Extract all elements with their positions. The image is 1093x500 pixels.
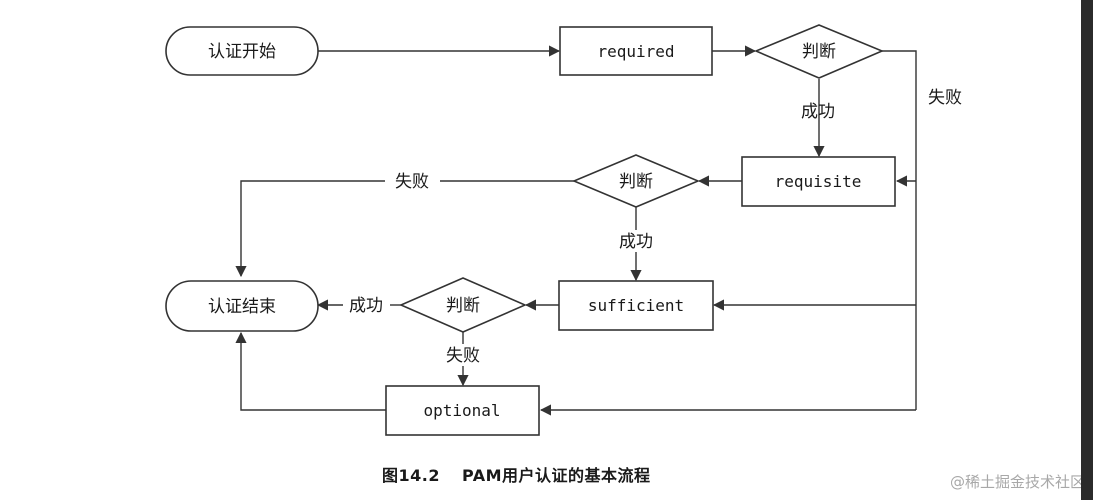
decision1-fail-label: 失败	[928, 88, 962, 108]
decision3-label: 判断	[446, 296, 480, 316]
decision3-diamond	[398, 277, 528, 333]
decision2-fail-label: 失败	[395, 172, 429, 192]
decision3-fail-label: 失败	[446, 346, 480, 366]
end-label: 认证结束	[208, 297, 276, 317]
decision1-diamond	[753, 24, 885, 79]
required-box	[559, 26, 713, 76]
window-edge-bar	[1081, 0, 1093, 500]
decision1-success-label: 成功	[801, 102, 835, 122]
figure-caption: 图14.2 PAM用户认证的基本流程	[382, 462, 651, 486]
figure-title: PAM用户认证的基本流程	[461, 466, 651, 485]
end-terminal	[165, 280, 319, 332]
decision2-label: 判断	[619, 172, 653, 192]
sufficient-label: sufficient	[588, 296, 684, 315]
figure-number: 图14.2	[382, 466, 440, 485]
required-label: required	[597, 42, 674, 61]
optional-box	[385, 385, 540, 436]
requisite-box	[741, 156, 896, 207]
decision2-diamond	[571, 154, 701, 208]
start-label: 认证开始	[208, 42, 276, 62]
decision2-success-label: 成功	[619, 232, 653, 252]
sufficient-box	[558, 280, 714, 331]
requisite-label: requisite	[775, 172, 862, 191]
optional-label: optional	[423, 401, 500, 420]
connectors	[235, 45, 917, 416]
watermark: @稀土掘金技术社区	[949, 473, 1085, 491]
decision3-success-label: 成功	[349, 296, 383, 316]
decision1-label: 判断	[802, 42, 836, 62]
arrow-decision2-fail-down	[235, 180, 385, 278]
start-terminal	[165, 26, 319, 76]
arrow-optional-to-end	[235, 331, 386, 411]
decision1-fail-bus	[882, 50, 917, 410]
